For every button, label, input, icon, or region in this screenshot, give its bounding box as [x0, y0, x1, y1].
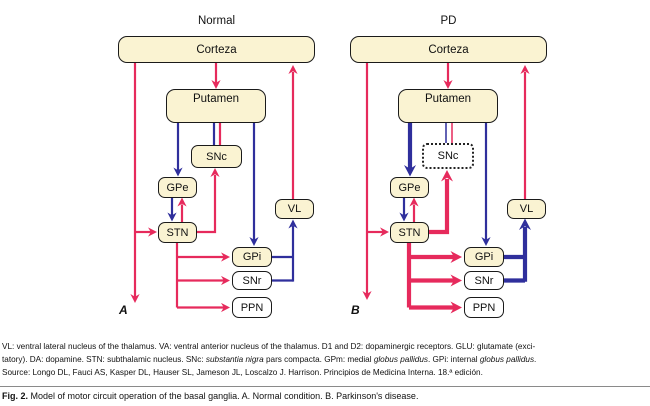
panel-letter-b: B: [351, 303, 360, 317]
node-ppn-normal: PPN: [232, 297, 272, 318]
edge-vl-corteza-a: [288, 65, 298, 199]
edge-gpi-snr-vl-b: [504, 218, 531, 283]
edge-stn-snc-a: [195, 168, 220, 234]
edge-stn-gpi-snr-ppn-b: [406, 243, 462, 314]
node-snc-normal: SNc: [191, 145, 242, 168]
node-vl-normal: VL: [275, 199, 314, 219]
edge-stn-snc-b: [429, 170, 453, 235]
edge-gpe-stn-b: [399, 198, 409, 222]
figure-caption-label: Fig. 2.: [2, 391, 29, 401]
edge-putamen-gpe-a: [173, 123, 183, 177]
footnote-line-2: tatory). DA: dopamine. STN: subthalamic …: [2, 354, 537, 364]
edge-putamen-gpe-b: [404, 123, 416, 177]
edge-corteza-putamen-a: [211, 63, 221, 89]
edge-gpe-stn-a: [167, 198, 177, 222]
node-snr-pd: SNr: [464, 271, 504, 290]
node-putamen-normal: Putamen: [166, 89, 266, 123]
node-putamen-pd: Putamen: [398, 89, 498, 123]
node-stn-pd: STN: [390, 222, 429, 243]
edge-stn-gpe-b: [409, 197, 419, 222]
figure-caption: Fig. 2. Model of motor circuit operation…: [2, 391, 418, 401]
edge-corteza-descending-b: [362, 63, 389, 300]
edge-stn-gpi-snr-ppn-a: [175, 243, 230, 313]
edge-corteza-descending-a: [130, 63, 157, 303]
node-gpi-normal: GPi: [232, 247, 272, 267]
node-stn-normal: STN: [158, 222, 197, 243]
node-gpe-normal: GPe: [158, 177, 197, 198]
footnote-line-1: VL: ventral lateral nucleus of the thala…: [2, 342, 536, 351]
abbreviations-footnote: VL: ventral lateral nucleus of the thala…: [2, 341, 536, 380]
node-snc-pd-degenerated: SNc: [422, 143, 474, 169]
node-corteza-normal: Corteza: [118, 36, 315, 63]
node-gpi-pd: GPi: [464, 247, 504, 267]
edge-gpi-snr-vl-a: [272, 219, 298, 282]
panel-letter-a: A: [119, 303, 128, 317]
node-ppn-pd: PPN: [464, 297, 504, 318]
edge-putamen-gpi-b: [481, 123, 491, 246]
node-gpe-pd: GPe: [390, 177, 429, 198]
caption-divider: [0, 386, 650, 387]
figure-caption-text: Model of motor circuit operation of the …: [28, 391, 419, 401]
node-vl-pd: VL: [507, 199, 546, 219]
circuit-arrows: [130, 63, 531, 314]
node-corteza-pd: Corteza: [350, 36, 547, 63]
panel-title-pd: PD: [440, 15, 457, 27]
node-snr-normal: SNr: [232, 271, 272, 290]
edge-vl-corteza-b: [520, 65, 530, 199]
edge-putamen-gpi-a: [249, 123, 259, 246]
panel-title-normal: Normal: [197, 15, 236, 27]
footnote-line-3: Source: Longo DL, Fauci AS, Kasper DL, H…: [2, 367, 483, 377]
edge-stn-gpe-a: [177, 197, 187, 222]
edge-corteza-putamen-b: [443, 63, 453, 89]
